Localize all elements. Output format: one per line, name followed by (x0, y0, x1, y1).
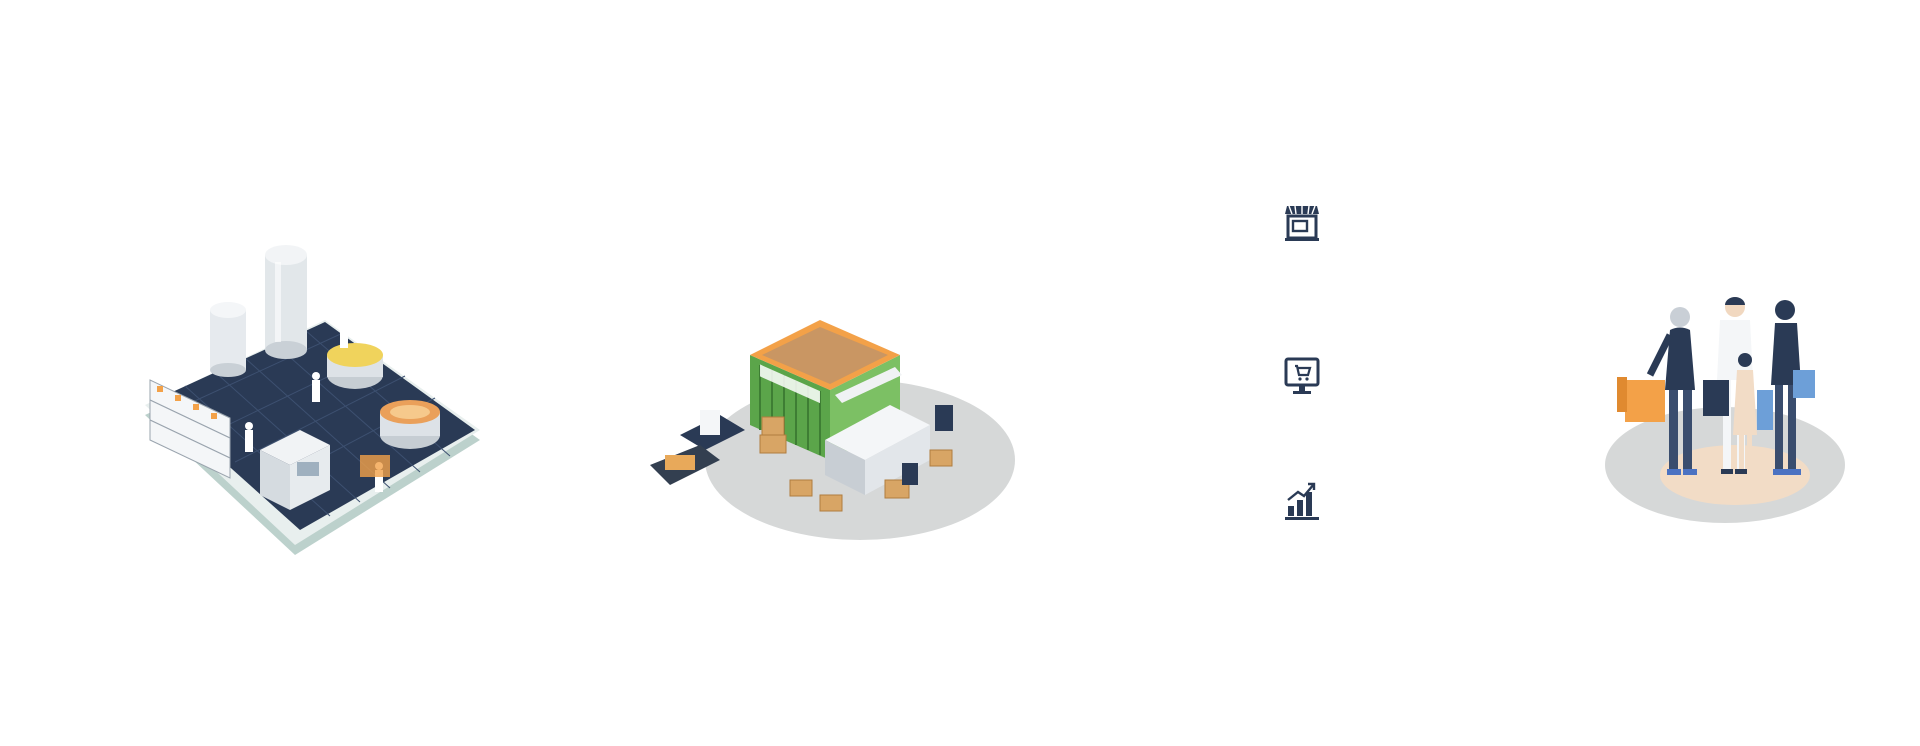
warehouse-illustration (640, 285, 1020, 545)
storefront-icon (1284, 200, 1320, 244)
online-shop-icon (1284, 355, 1320, 399)
shoppers-illustration (1595, 295, 1855, 555)
growth-chart-icon (1284, 478, 1320, 522)
factory-illustration (135, 240, 485, 570)
